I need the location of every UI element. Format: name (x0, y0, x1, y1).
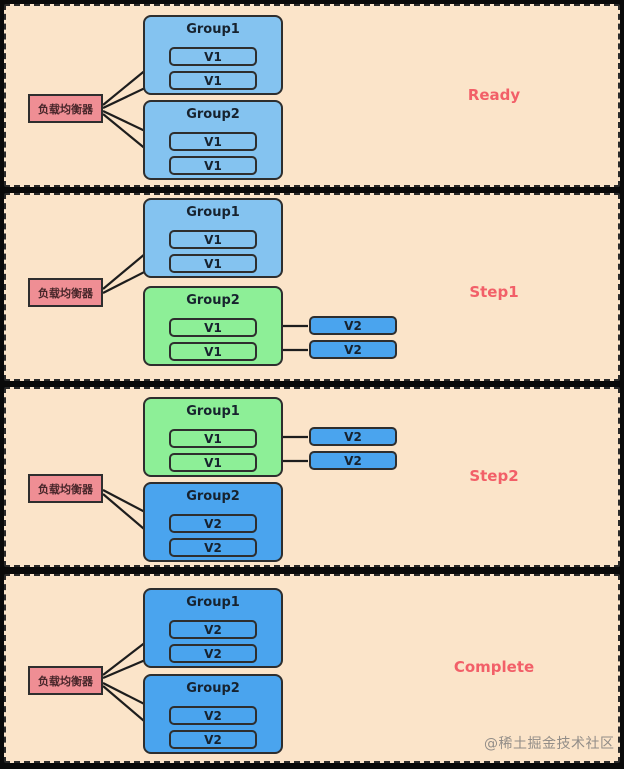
incoming-version-box: V2 (309, 451, 397, 470)
load-balancer-box: 负载均衡器 (28, 278, 103, 307)
group-title: Group2 (186, 489, 240, 504)
group2-box: Group2 V2 V2 (143, 674, 283, 754)
version-box: V1 (169, 71, 257, 90)
version-box: V1 (169, 342, 257, 361)
group-title: Group1 (186, 404, 240, 419)
load-balancer-box: 负载均衡器 (28, 474, 103, 503)
panel-ready: 负载均衡器 Group1 V1 V1 Group2 V1 V1 Ready (4, 4, 620, 187)
group1-box: Group1 V2 V2 (143, 588, 283, 668)
version-box: V1 (169, 230, 257, 249)
load-balancer-box: 负载均衡器 (28, 94, 103, 123)
version-box: V2 (169, 620, 257, 639)
version-box: V2 (169, 538, 257, 557)
group2-box: Group2 V1 V1 (143, 100, 283, 180)
version-box: V1 (169, 47, 257, 66)
group-title: Group2 (186, 293, 240, 308)
version-box: V1 (169, 132, 257, 151)
group2-box: Group2 V1 V1 (143, 286, 283, 366)
incoming-version-box: V2 (309, 340, 397, 359)
panel-step2: 负载均衡器 Group1 V1 V1 Group2 V2 V2 V2 V2 St… (4, 387, 620, 567)
load-balancer-box: 负载均衡器 (28, 666, 103, 695)
version-box: V2 (169, 706, 257, 725)
panel-step1: 负载均衡器 Group1 V1 V1 Group2 V1 V1 V2 V2 St… (4, 193, 620, 381)
group-title: Group1 (186, 595, 240, 610)
group-title: Group2 (186, 681, 240, 696)
watermark: @稀土掘金技术社区 (484, 736, 615, 752)
group-title: Group1 (186, 205, 240, 220)
group1-box: Group1 V1 V1 (143, 397, 283, 477)
group2-box: Group2 V2 V2 (143, 482, 283, 562)
state-label: Step1 (469, 283, 519, 301)
version-box: V1 (169, 453, 257, 472)
incoming-version-box: V2 (309, 316, 397, 335)
version-box: V1 (169, 429, 257, 448)
version-box: V2 (169, 730, 257, 749)
group-title: Group1 (186, 22, 240, 37)
incoming-version-box: V2 (309, 427, 397, 446)
group-title: Group2 (186, 107, 240, 122)
version-box: V1 (169, 156, 257, 175)
group1-box: Group1 V1 V1 (143, 198, 283, 278)
group1-box: Group1 V1 V1 (143, 15, 283, 95)
state-label: Complete (453, 658, 535, 676)
version-box: V1 (169, 254, 257, 273)
version-box: V2 (169, 644, 257, 663)
state-label: Ready (467, 86, 521, 104)
version-box: V1 (169, 318, 257, 337)
panel-complete: 负载均衡器 Group1 V2 V2 Group2 V2 V2 Complete (4, 574, 620, 763)
version-box: V2 (169, 514, 257, 533)
state-label: Step2 (469, 467, 519, 485)
